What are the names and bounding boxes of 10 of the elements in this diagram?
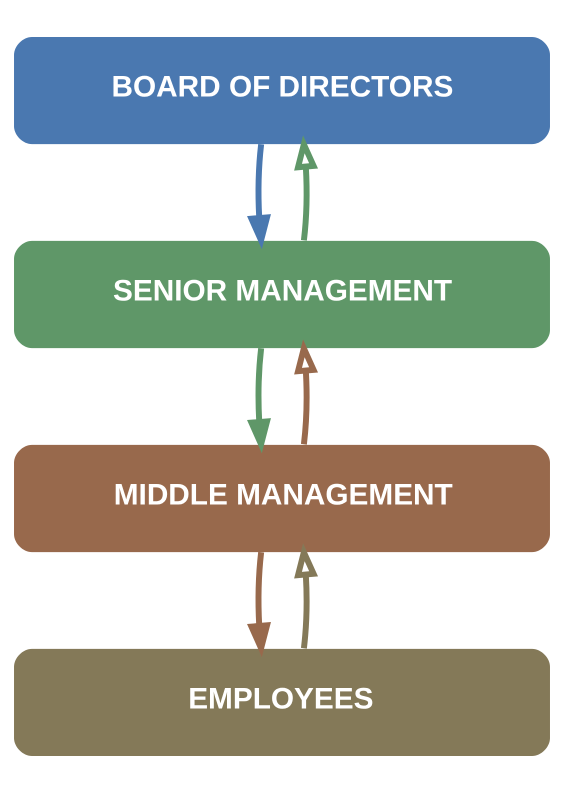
arrow (294, 134, 318, 240)
arrow (294, 542, 318, 648)
node-box: MIDDLE MANAGEMENT (14, 444, 550, 552)
arrow (247, 144, 271, 249)
node-box: EMPLOYEES (14, 648, 550, 756)
node-box: BOARD OF DIRECTORS (14, 36, 550, 144)
arrow (247, 551, 271, 657)
arrow (294, 338, 318, 444)
node-box: SENIOR MANAGEMENT (14, 240, 550, 348)
arrow (247, 347, 271, 453)
